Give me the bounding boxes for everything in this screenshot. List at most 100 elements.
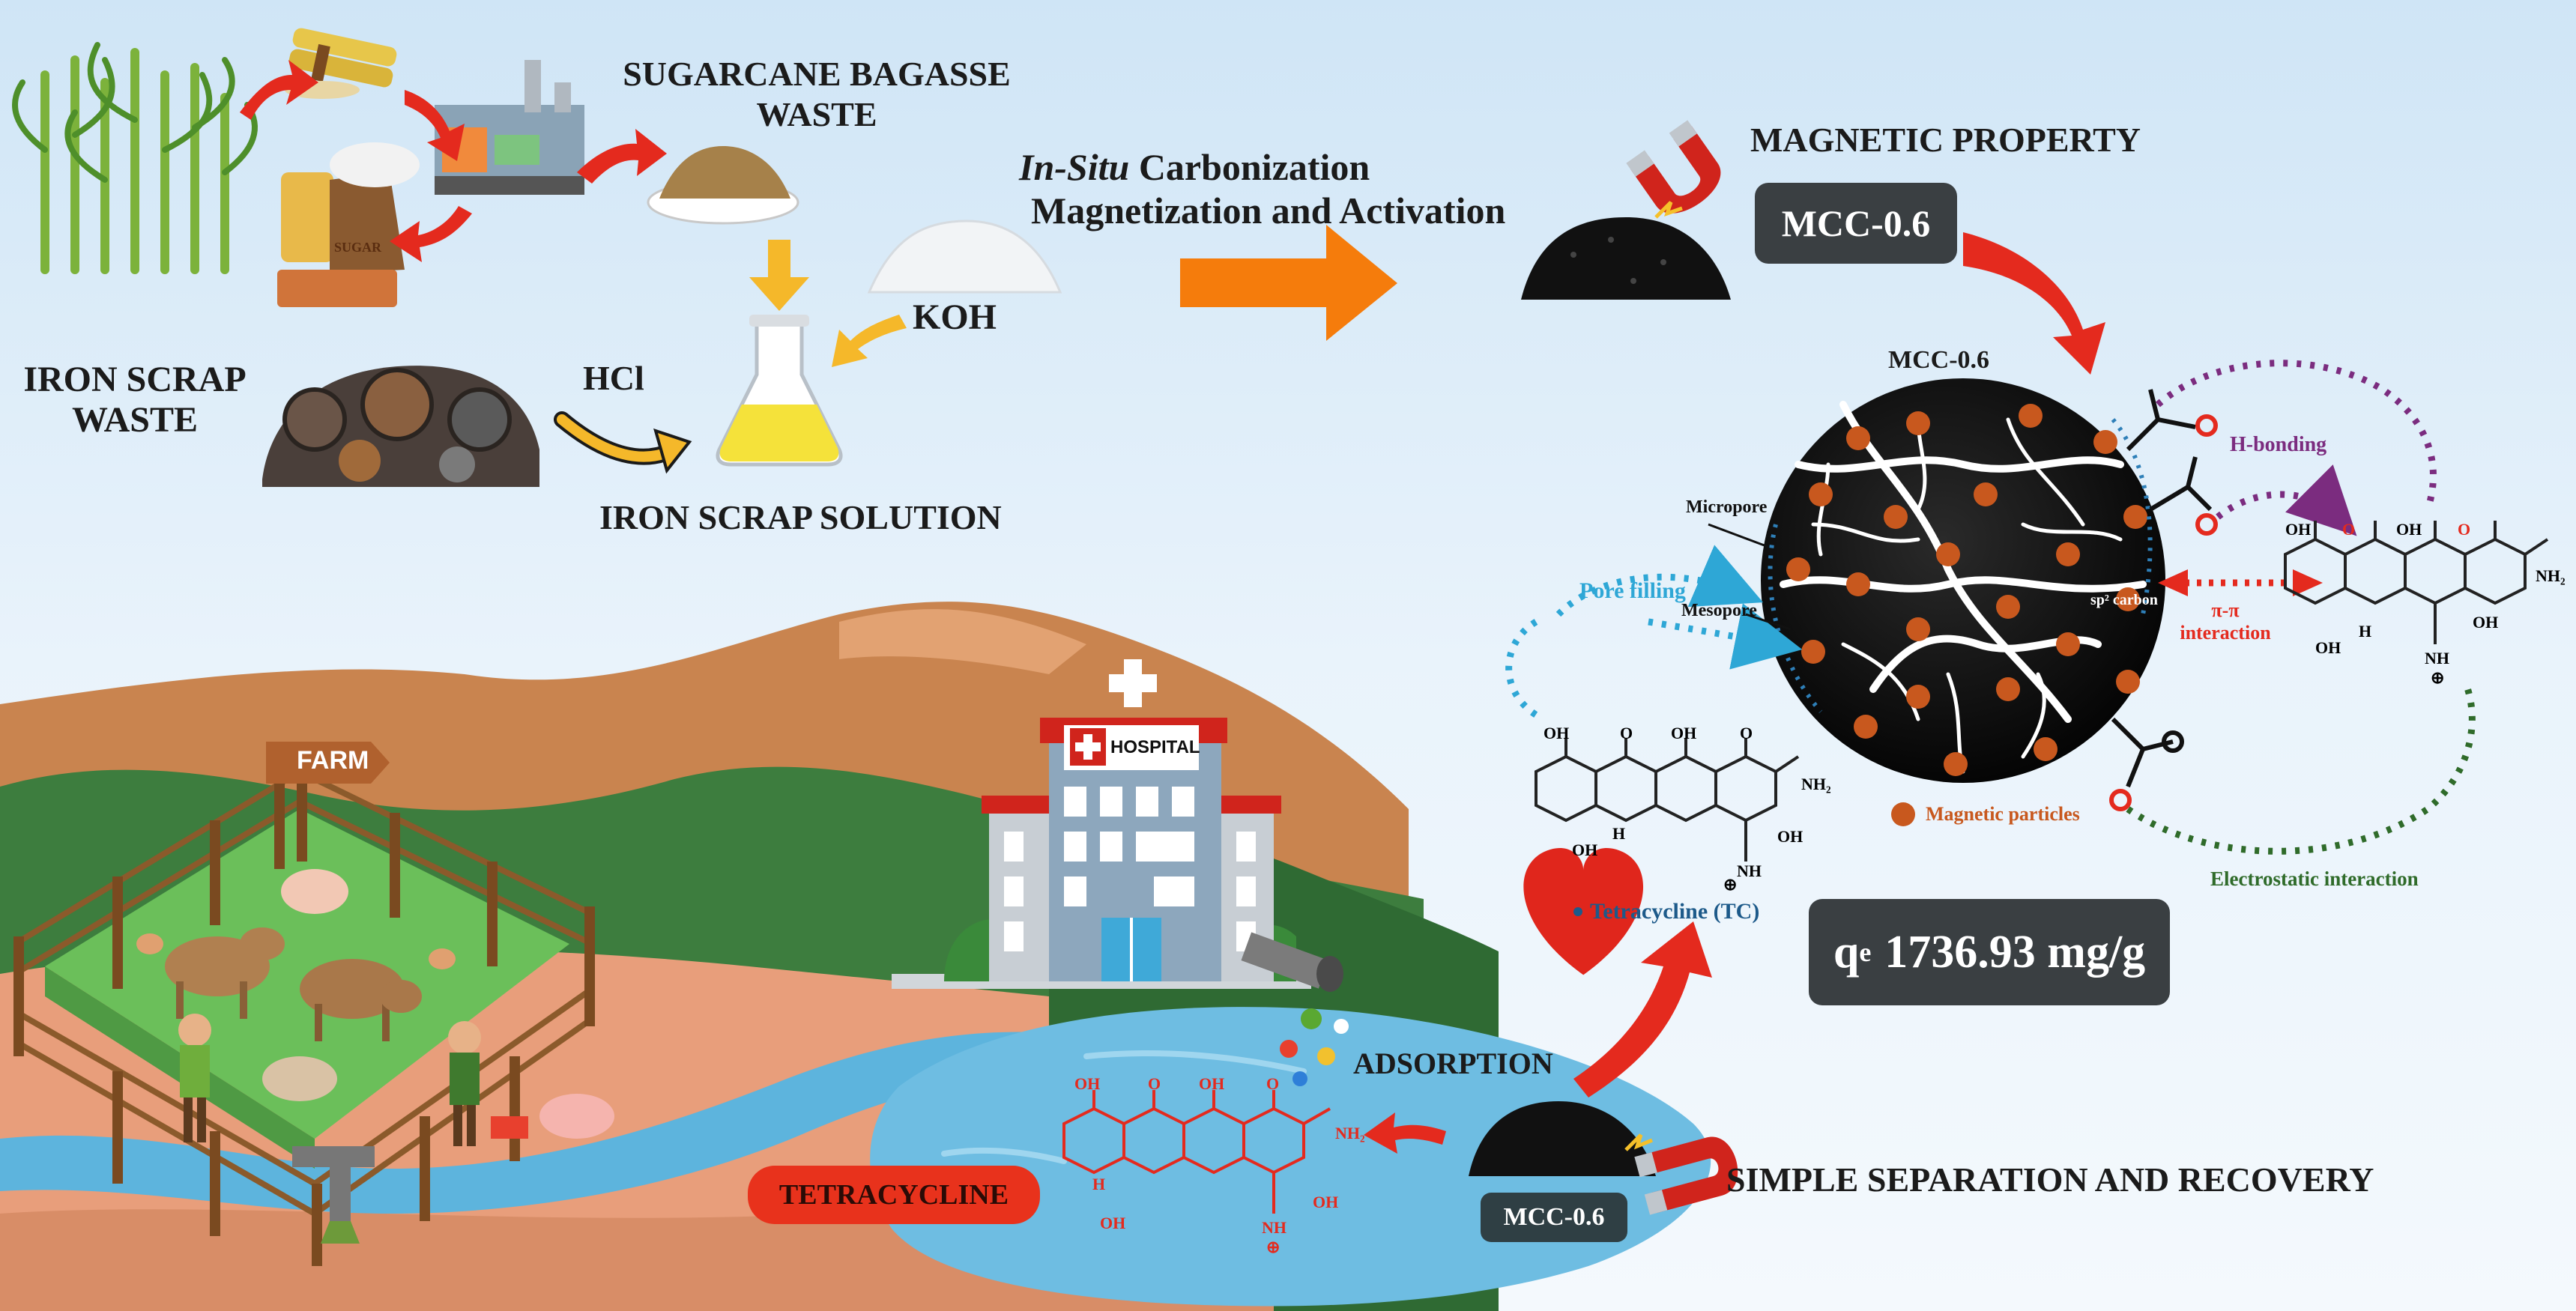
lake-ripple-2 xyxy=(941,1147,1067,1164)
sugarcane-bagasse-label: SUGARCANE BAGASSE WASTE xyxy=(584,54,1049,135)
adsorption-label: ADSORPTION xyxy=(1353,1047,1553,1080)
lake-ripple xyxy=(1083,1050,1307,1074)
pi-pi-label: π-π interaction xyxy=(2165,599,2285,644)
process-step-line2: Magnetization and Activation xyxy=(1031,190,1506,231)
tetracycline-pill: TETRACYCLINE xyxy=(748,1166,1040,1224)
atom-nh2-1: NH₂ xyxy=(2536,566,2566,585)
atom-oh-3: OH xyxy=(2315,638,2341,657)
atom-oh-l3: OH xyxy=(1572,841,1598,859)
process-step-label: In-Situ Carbonization xyxy=(1019,145,1370,189)
pi-pi-head-left xyxy=(2158,569,2188,596)
iron-label-line1: IRON SCRAP xyxy=(23,360,247,399)
h-bond-arrow-2 xyxy=(2216,464,2357,536)
magnetic-property-label: MAGNETIC PROPERTY xyxy=(1750,121,2141,159)
iron-scrap-label: IRON SCRAP WASTE xyxy=(15,360,255,440)
mountain-highlight xyxy=(839,609,1086,674)
atom-oh-4: OH xyxy=(2473,613,2499,632)
sugarcane-label-line1: SUGARCANE BAGASSE xyxy=(623,55,1011,93)
particle-title: MCC-0.6 xyxy=(1888,346,1990,374)
pi-pi-line1: π-π xyxy=(2211,599,2240,621)
atom-h-r1: H xyxy=(2359,622,2372,641)
iron-label-line2: WASTE xyxy=(71,400,199,440)
atom-o-l1: O xyxy=(1620,724,1633,742)
farm-pen xyxy=(13,764,614,1266)
atom-h-l1: H xyxy=(1612,824,1626,843)
sp2-carbon-label: sp² carbon xyxy=(2090,592,2158,608)
atom-nh-b: NH xyxy=(1262,1218,1287,1237)
pi-pi-head-right xyxy=(2293,569,2323,596)
flow-arrows xyxy=(240,60,667,262)
erlenmeyer-flask xyxy=(716,315,843,467)
hospital-sign-text: HOSPITAL xyxy=(1110,737,1200,757)
atom-oh-1: OH xyxy=(2285,520,2312,539)
tc-bullet xyxy=(1573,907,1582,916)
h-bond-arrow-1 xyxy=(2156,360,2437,511)
tetracycline-structure-left xyxy=(1535,738,1800,862)
qe-value: 1736.93 mg/g xyxy=(1884,926,2146,978)
hospital-outflow-pipe xyxy=(1241,932,1349,1086)
factory xyxy=(435,60,584,195)
magnet-top-icon xyxy=(1626,120,1721,214)
carbon-pile-bottom xyxy=(1469,1101,1656,1176)
hospital-building xyxy=(892,659,1644,989)
qe-subscript: e xyxy=(1859,937,1872,967)
mesopore-pointer xyxy=(1745,613,1792,631)
sugar-bag-text: SUGAR xyxy=(334,240,382,255)
tetracycline-structure-bottom xyxy=(1062,1090,1331,1214)
atom-h-b1: H xyxy=(1092,1175,1106,1193)
atom-nh2-b: NH₂ xyxy=(1335,1124,1365,1142)
atom-o-1: O xyxy=(2342,520,2356,539)
pore-filling-arrow-1 xyxy=(1555,545,1764,617)
electrostatic-arrow xyxy=(2126,680,2476,855)
atom-oh-b3: OH xyxy=(1100,1214,1126,1232)
pore-filling-arrow-left xyxy=(1505,619,1546,723)
tetracycline-tc-label: Tetracycline (TC) xyxy=(1590,899,1760,924)
magnetic-particles-label: Magnetic particles xyxy=(1926,803,2080,825)
mesopore-label: Mesopore xyxy=(1681,601,1757,620)
pore-filling-label: Pore filling xyxy=(1579,578,1686,603)
qe-symbol: q xyxy=(1833,926,1860,978)
spark-icon xyxy=(1654,201,1683,219)
magnetic-particle-legend-dot xyxy=(1891,802,1915,826)
atom-plus-b: ⊕ xyxy=(1266,1238,1281,1256)
atom-oh-b2: OH xyxy=(1199,1074,1225,1093)
atom-nh-l: NH xyxy=(1737,862,1762,880)
functional-groups xyxy=(2109,389,2218,811)
drain-pipe xyxy=(292,1146,375,1244)
h-bonding-label: H-bonding xyxy=(2230,433,2327,456)
koh-label: KOH xyxy=(913,297,997,337)
magnet-bottom-icon xyxy=(1634,1136,1738,1215)
yellow-arrows xyxy=(749,240,907,367)
process-step-italic: In-Situ xyxy=(1019,146,1130,188)
adsorption-arrow xyxy=(1573,921,1712,1097)
atom-plus-l: ⊕ xyxy=(1723,875,1738,894)
sugar-products xyxy=(277,142,420,307)
pore-filling-arrow-2 xyxy=(1648,603,1803,670)
iron-scrap-pile xyxy=(262,366,539,487)
atom-oh-b1: OH xyxy=(1074,1074,1101,1093)
farm-sign-text: FARM xyxy=(297,746,369,775)
pi-pi-line2: interaction xyxy=(2180,622,2271,644)
mcc-name-box: MCC-0.6 xyxy=(1755,183,1957,264)
mcc-particle xyxy=(1761,378,2165,783)
hcl-arrow-head xyxy=(653,428,692,474)
atom-o-b2: O xyxy=(1266,1074,1280,1093)
bottom-mcc-box: MCC-0.6 xyxy=(1481,1193,1627,1242)
atom-nh2-l: NH₂ xyxy=(1801,775,1831,793)
hcl-label: HCl xyxy=(583,359,644,397)
desorb-arrow xyxy=(1364,1112,1446,1154)
atom-o-2: O xyxy=(2458,520,2471,539)
atom-oh-l1: OH xyxy=(1544,724,1570,742)
micropore-label: Micropore xyxy=(1686,497,1768,517)
arrow-to-particle xyxy=(1963,232,2105,375)
atom-nh-1: NH xyxy=(2425,649,2449,667)
atom-o-l2: O xyxy=(1740,724,1753,742)
atom-oh-2: OH xyxy=(2396,520,2422,539)
carbon-pile-top xyxy=(1521,217,1731,300)
micropore-pointer xyxy=(1708,523,1769,548)
iron-scrap-solution-label: IRON SCRAP SOLUTION xyxy=(599,498,1002,536)
atom-oh-b4: OH xyxy=(1313,1193,1339,1211)
atom-o-b1: O xyxy=(1148,1074,1161,1093)
